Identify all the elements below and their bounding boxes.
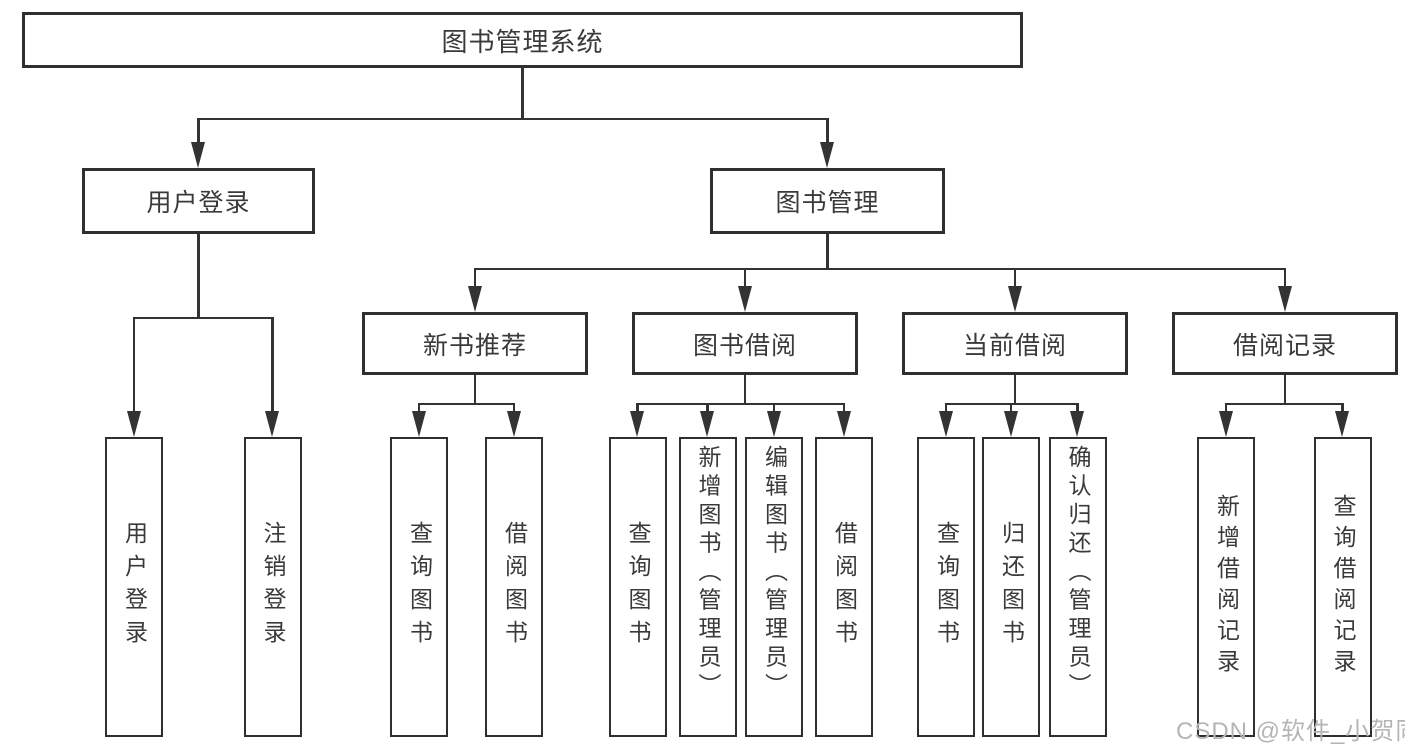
node-user-login-label: 用户登录 (146, 189, 251, 217)
leaf-query-borrow-record-label: 查询借阅记录 (1330, 494, 1356, 680)
connector-drop-add-borrow-record (1224, 402, 1228, 414)
connector-book-management-stub (826, 234, 829, 270)
leaf-edit-book-admin-label: 编辑图书（管理员） (761, 445, 788, 702)
node-book-borrowing-label: 图书借阅 (692, 331, 797, 360)
node-borrowing-records-label: 借阅记录 (1232, 331, 1337, 360)
arrowhead-return-books (1003, 411, 1018, 437)
node-borrowing-records: 借阅记录 (1172, 312, 1398, 375)
connector-root-stub (521, 66, 524, 119)
connector-drop-current-borrowing (1013, 267, 1017, 288)
leaf-return-books: 归还图书 (982, 437, 1040, 737)
node-current-borrowing-label: 当前借阅 (962, 331, 1067, 360)
connector-drop-borrow-books-borrowing (842, 402, 846, 414)
connector-drop-leaf-user-login (132, 316, 136, 413)
leaf-borrow-books-borrowing: 借阅图书 (815, 437, 873, 737)
arrowhead-borrowing-records (1277, 286, 1292, 312)
leaf-add-borrow-record: 新增借阅记录 (1197, 437, 1255, 737)
connector-drop-book-management (826, 117, 829, 145)
connector-borrowing-stub (743, 375, 747, 405)
connector-recommend-split (417, 402, 516, 405)
connector-records-split (1224, 402, 1344, 405)
leaf-query-books-borrowing-label: 查询图书 (625, 521, 651, 653)
arrowhead-add-borrow-record (1218, 411, 1233, 437)
arrowhead-user-login (191, 142, 205, 168)
arrowhead-confirm-return-admin (1070, 411, 1084, 437)
connector-borrowing-split (636, 402, 846, 405)
leaf-query-books-borrowing: 查询图书 (608, 437, 667, 737)
arrowhead-new-book-recommend (467, 286, 482, 312)
connector-drop-return-books (1009, 402, 1013, 414)
leaf-confirm-return-admin-label: 确认归还（管理员） (1065, 445, 1091, 702)
arrowhead-query-books-current (938, 411, 953, 437)
arrowhead-book-management (820, 142, 834, 168)
connector-drop-borrow-books-recommend (512, 402, 516, 414)
connector-drop-book-borrowing (743, 267, 747, 288)
leaf-edit-book-admin: 编辑图书（管理员） (745, 437, 803, 737)
node-book-borrowing: 图书借阅 (632, 312, 858, 375)
leaf-query-books-recommend-label: 查询图书 (406, 521, 433, 653)
connector-drop-add-book-admin (706, 402, 709, 414)
node-book-management: 图书管理 (710, 168, 945, 234)
leaf-borrow-books-recommend-label: 借阅图书 (501, 521, 528, 653)
arrowhead-book-borrowing (737, 286, 752, 312)
arrowhead-current-borrowing (1007, 286, 1022, 312)
arrowhead-edit-book-admin (766, 411, 781, 437)
node-root: 图书管理系统 (22, 12, 1023, 68)
connector-user-login-stub (197, 234, 200, 319)
leaf-add-book-admin: 新增图书（管理员） (678, 437, 737, 737)
leaf-query-books-recommend: 查询图书 (390, 437, 448, 737)
arrowhead-add-book-admin (700, 411, 714, 437)
leaf-query-books-current-label: 查询图书 (933, 521, 960, 653)
node-current-borrowing: 当前借阅 (902, 312, 1128, 375)
leaf-borrow-books-recommend: 借阅图书 (485, 437, 543, 737)
connector-drop-confirm-return-admin (1076, 402, 1079, 414)
connector-recommend-stub (473, 375, 477, 405)
arrowhead-query-books-borrowing (630, 411, 644, 437)
arrowhead-borrow-books-recommend (506, 411, 521, 437)
node-new-book-recommend-label: 新书推荐 (422, 331, 527, 360)
connector-drop-user-login (197, 117, 200, 145)
arrowhead-borrow-books-borrowing (836, 411, 851, 437)
arrowhead-query-books-recommend (411, 411, 426, 437)
connector-drop-borrowing-records (1283, 267, 1287, 288)
leaf-logout-label: 注销登录 (260, 521, 286, 653)
leaf-confirm-return-admin: 确认归还（管理员） (1048, 437, 1107, 737)
connector-user-login-split (132, 316, 273, 319)
connector-drop-leaf-logout (271, 316, 274, 413)
arrowhead-leaf-user-login (126, 411, 141, 437)
connector-drop-query-books-current (944, 402, 948, 414)
arrowhead-leaf-logout (265, 411, 279, 437)
connector-drop-query-borrow-record (1341, 402, 1344, 414)
connector-drop-new-book-recommend (473, 267, 477, 288)
arrowhead-query-borrow-record (1335, 411, 1349, 437)
leaf-return-books-label: 归还图书 (998, 521, 1025, 653)
leaf-query-books-current: 查询图书 (917, 437, 975, 737)
watermark: CSDN @软件_小贺同学 (1176, 718, 1405, 745)
leaf-borrow-books-borrowing-label: 借阅图书 (831, 521, 858, 653)
leaf-logout: 注销登录 (243, 437, 302, 737)
connector-current-stub (1013, 375, 1017, 405)
connector-level3-split (473, 267, 1287, 270)
node-book-management-label: 图书管理 (775, 189, 880, 217)
node-new-book-recommend: 新书推荐 (362, 312, 588, 375)
connector-drop-query-books-recommend (417, 402, 421, 414)
leaf-add-borrow-record-label: 新增借阅记录 (1213, 494, 1240, 680)
connector-level2-split (197, 117, 829, 120)
leaf-user-login-label: 用户登录 (121, 521, 148, 653)
connector-drop-query-books-borrowing (636, 402, 639, 414)
node-root-label: 图书管理系统 (441, 26, 604, 57)
connector-records-stub (1283, 375, 1287, 405)
connector-drop-edit-book-admin (772, 402, 776, 414)
leaf-add-book-admin-label: 新增图书（管理员） (695, 445, 721, 702)
leaf-user-login: 用户登录 (105, 437, 163, 737)
node-user-login: 用户登录 (82, 168, 315, 234)
leaf-query-borrow-record: 查询借阅记录 (1313, 437, 1372, 737)
